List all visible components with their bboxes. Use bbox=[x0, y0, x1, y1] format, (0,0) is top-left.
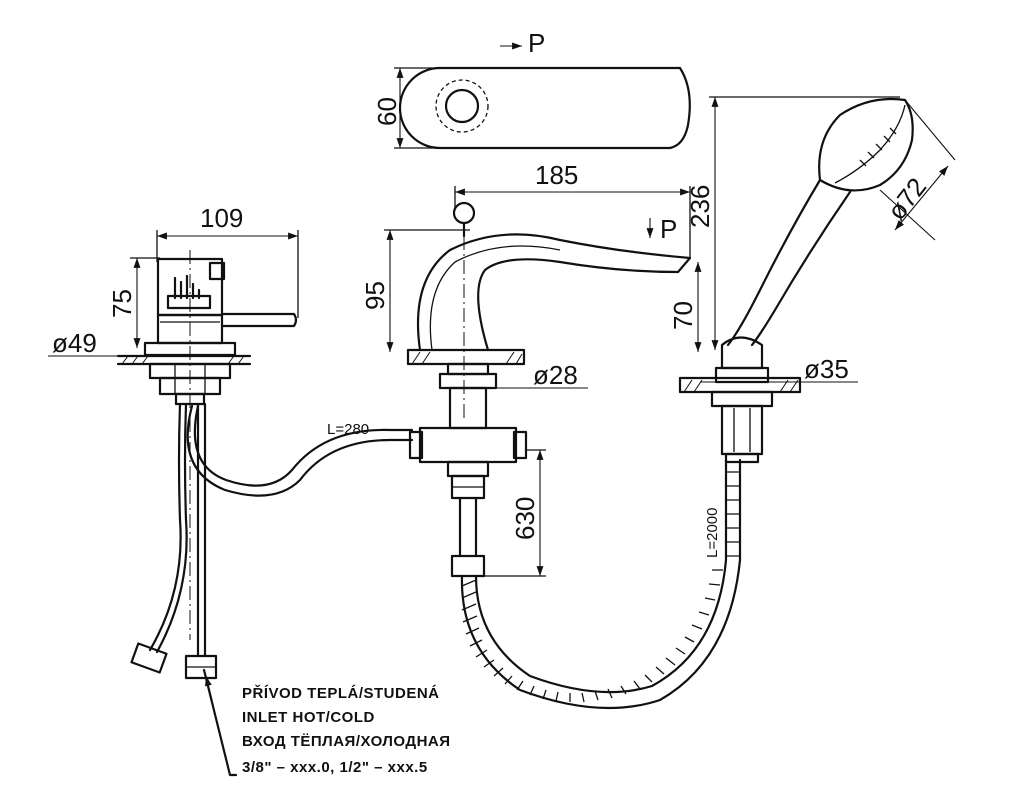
supply-hoses bbox=[130, 402, 218, 680]
dim-diameter-49: ø49 bbox=[52, 328, 97, 358]
label-l2000: L=2000 bbox=[704, 508, 721, 558]
dim-236: 236 bbox=[685, 185, 715, 228]
label-l280: L=280 bbox=[327, 421, 369, 438]
dim-630: 630 bbox=[510, 497, 540, 540]
dim-109: 109 bbox=[200, 203, 243, 233]
arrow-p-top-label: P bbox=[528, 28, 545, 58]
connection-hose-280: L=280 bbox=[186, 404, 414, 497]
shower-hose-2000: L=2000 bbox=[460, 458, 742, 710]
dim-diameter-35: ø35 bbox=[804, 354, 849, 384]
dim-95: 95 bbox=[360, 281, 390, 310]
dim-diameter-28: ø28 bbox=[533, 360, 578, 390]
arrow-p-spout-label: P bbox=[660, 214, 677, 244]
inlet-note: PŘÍVOD TEPLÁ/STUDENÁ INLET HOT/COLD ВХОД… bbox=[202, 668, 451, 777]
note-line-1: PŘÍVOD TEPLÁ/STUDENÁ bbox=[242, 684, 440, 702]
handshower: 236 ø72 ø35 bbox=[678, 96, 956, 464]
dim-185: 185 bbox=[535, 160, 578, 190]
note-line-2: INLET HOT/COLD bbox=[242, 709, 375, 726]
mixer-lever-body: 109 75 ø49 bbox=[48, 203, 299, 640]
note-line-3: ВХОД ТЁПЛАЯ/ХОЛОДНАЯ bbox=[242, 733, 451, 750]
dim-60: 60 bbox=[372, 97, 402, 126]
note-line-4: 3/8" – xxx.0, 1/2" – xxx.5 bbox=[242, 759, 428, 776]
spout-top-view: P 60 bbox=[372, 28, 691, 150]
dim-75: 75 bbox=[107, 289, 137, 318]
dim-70: 70 bbox=[668, 301, 698, 330]
spout-side-view: 185 P 95 70 ø28 bbox=[360, 160, 702, 578]
